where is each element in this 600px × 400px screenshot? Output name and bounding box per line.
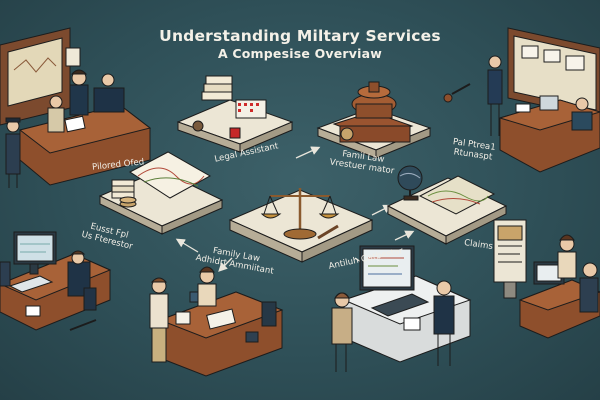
arrow-right [371, 204, 393, 216]
court-building-platform [316, 81, 432, 159]
arrow-right-lower [394, 230, 415, 241]
arrow-top-right [295, 146, 321, 159]
globe-maps-platform [386, 165, 508, 245]
claims-office-scene [493, 219, 600, 339]
maps-documents-platform [98, 151, 224, 235]
computer-station-scene [331, 245, 472, 372]
arrow-bottom-left [218, 257, 233, 272]
scales-of-justice-platform [228, 188, 374, 263]
left-computer-desk [0, 231, 112, 331]
legal-assistant-platform [176, 75, 294, 153]
page-title: Understanding Miltary Services [159, 27, 441, 45]
meeting-desk-scene [149, 266, 284, 377]
courtroom-scene [0, 27, 152, 188]
page-subtitle: A Compesise Overviaw [217, 46, 383, 61]
top-right-office [443, 27, 600, 173]
arrow-left-lower [175, 238, 199, 253]
